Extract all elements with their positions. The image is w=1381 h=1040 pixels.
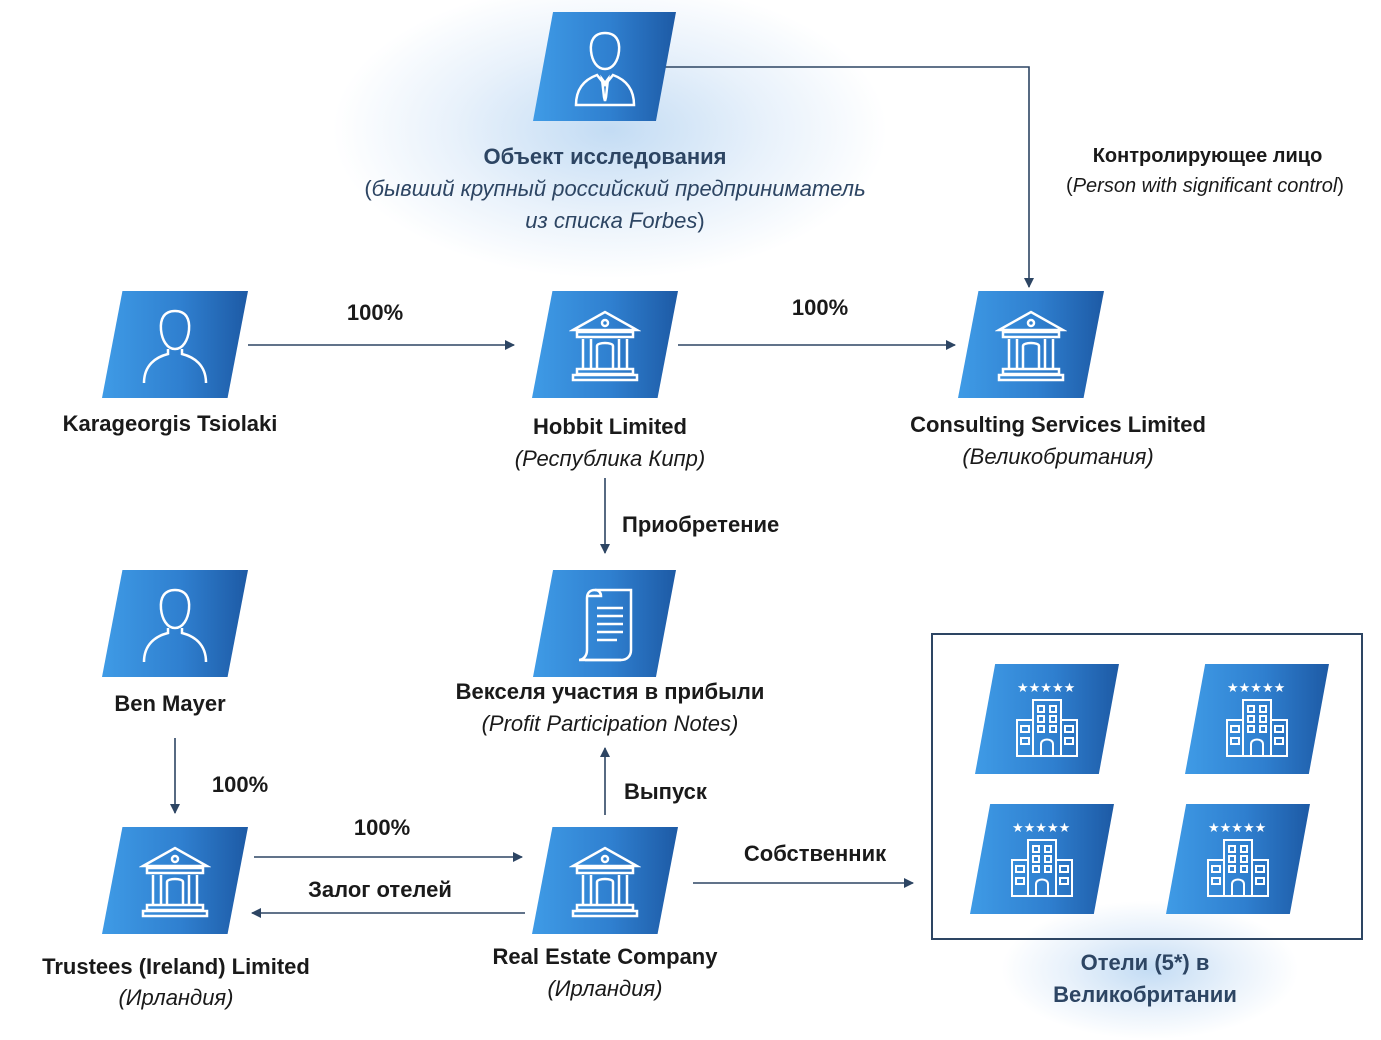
karageorgis-name: Karageorgis Tsiolaki (62, 411, 278, 436)
hobbit-country: (Республика Кипр) (514, 446, 706, 471)
edge-label-trustees-realestate: 100% (353, 815, 411, 840)
subject-description-line1: бывший крупный российский предпринимател… (371, 176, 866, 201)
ben-mayer-name: Ben Mayer (114, 691, 226, 716)
control-arrow (662, 66, 1034, 288)
hotel-node: ★★★★★ (1185, 664, 1329, 774)
subject-description: (бывший крупный российский предпринимате… (300, 174, 930, 204)
svg-text:★★★★★: ★★★★★ (1017, 681, 1075, 696)
trustees-node (102, 827, 248, 934)
hotel-icon: ★★★★★ (1011, 821, 1073, 897)
hotel-node: ★★★★★ (975, 664, 1119, 774)
edge-label-ben-trustees: 100% (211, 772, 269, 797)
notes-node (533, 570, 676, 677)
hotel-icon: ★★★★★ (1207, 821, 1269, 897)
control-paren-open: ( (1066, 175, 1073, 197)
subject-paren-close: ) (697, 208, 705, 233)
subject-node (533, 12, 676, 121)
bank-building-icon (569, 846, 641, 917)
edge-label-realestate-trustees: Залог отелей (308, 877, 452, 902)
hotels-label-line1: Отели (5*) в (1080, 950, 1210, 975)
trustees-name: Trustees (Ireland) Limited (42, 954, 310, 979)
hotels-label-line2: Великобритании (1053, 982, 1237, 1007)
edge-label-karageorgis-hobbit: 100% (346, 300, 404, 325)
hotel-node: ★★★★★ (970, 804, 1114, 914)
hotels-group (931, 633, 1363, 940)
control-sublabel: (Person with significant control) (1066, 175, 1344, 197)
subject-paren-open: ( (364, 176, 372, 201)
document-scroll-icon (578, 588, 632, 661)
edge-label-realestate-notes: Выпуск (624, 779, 707, 804)
person-icon (142, 309, 208, 383)
svg-text:★★★★★: ★★★★★ (1012, 821, 1070, 836)
real-estate-name: Real Estate Company (492, 944, 718, 969)
trustees-country: (Ирландия) (118, 985, 234, 1010)
subject-description-2: из списка Forbes) (400, 206, 830, 236)
edge-label-hobbit-notes: Приобретение (622, 512, 780, 537)
bank-building-icon (995, 310, 1067, 381)
hotel-node: ★★★★★ (1166, 804, 1310, 914)
businessman-icon (574, 31, 635, 106)
bank-building-icon (569, 310, 641, 381)
subject-title: Объект исследования (483, 144, 727, 169)
svg-text:★★★★★: ★★★★★ (1208, 821, 1266, 836)
control-paren-close: ) (1337, 175, 1344, 197)
hobbit-node (532, 291, 678, 398)
person-icon (142, 588, 208, 662)
real-estate-country: (Ирландия) (547, 976, 663, 1001)
svg-text:★★★★★: ★★★★★ (1227, 681, 1285, 696)
notes-sub: (Profit Participation Notes) (481, 711, 739, 736)
hotel-icon: ★★★★★ (1226, 681, 1288, 757)
consulting-country: (Великобритания) (962, 444, 1154, 469)
notes-name: Векселя участия в прибыли (455, 679, 765, 704)
hotel-icon: ★★★★★ (1016, 681, 1078, 757)
bank-building-icon (139, 846, 211, 917)
real-estate-node (532, 827, 678, 934)
ben-mayer-node (102, 570, 248, 677)
consulting-name: Consulting Services Limited (910, 412, 1206, 437)
edge-label-hobbit-consulting: 100% (791, 295, 849, 320)
edge-label-realestate-hotels: Собственник (743, 841, 887, 866)
consulting-node (958, 291, 1104, 398)
control-label: Контролирующее лицо (1092, 145, 1323, 167)
hobbit-name: Hobbit Limited (533, 414, 687, 439)
connectors (170, 66, 1034, 918)
karageorgis-node (102, 291, 248, 398)
subject-description-line2: из списка Forbes (525, 208, 698, 233)
